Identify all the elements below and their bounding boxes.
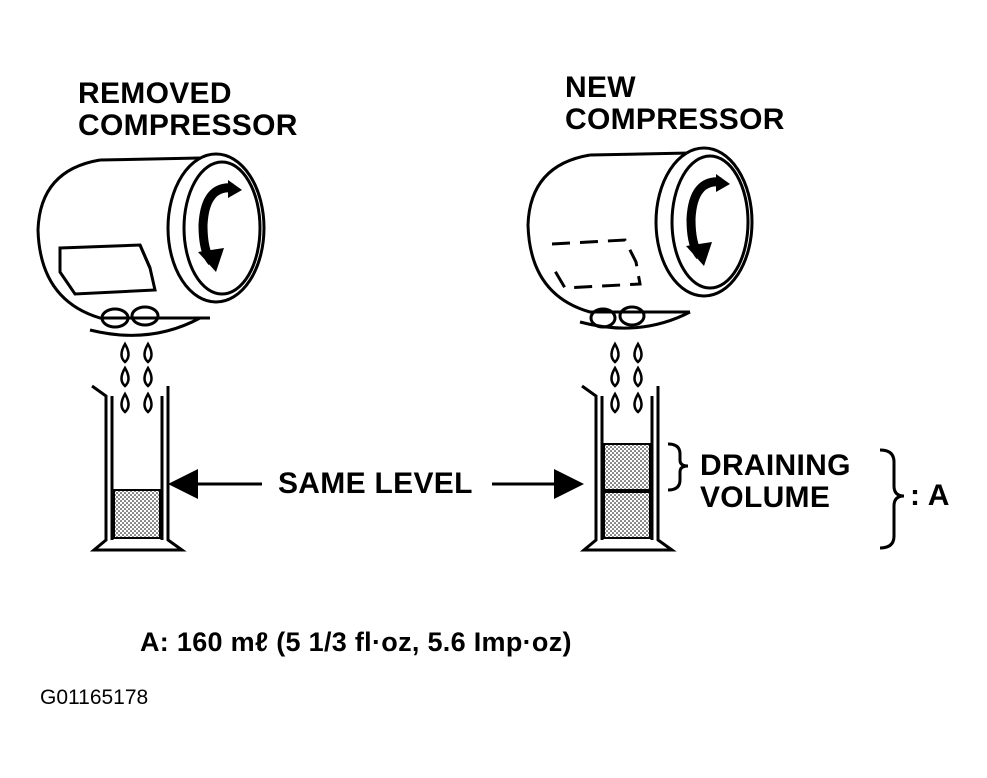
removed-oil-drops (120, 341, 153, 414)
draining-volume-brace (667, 442, 689, 492)
new-measuring-cylinder (579, 384, 677, 552)
new-compressor-label-line2: COMPRESSOR (565, 103, 785, 136)
a-marker-label: : A (910, 479, 950, 512)
new-draining-volume (603, 443, 651, 491)
removed-compressor-label-line2: COMPRESSOR (78, 109, 298, 142)
draining-volume-label-line2: VOLUME (700, 481, 831, 514)
removed-oil-level (113, 489, 161, 539)
new-oil-drops (610, 341, 643, 414)
new-oil-level (603, 491, 651, 539)
new-rotation-arrow-icon (686, 174, 730, 266)
total-volume-brace (879, 448, 905, 550)
removed-compressor-label-line1: REMOVED (78, 77, 232, 110)
new-compressor-label-line1: NEW (565, 71, 636, 104)
draining-volume-label-line1: DRAINING (700, 449, 851, 482)
volume-spec-text: A: 160 mℓ (5 1/3 fl·oz, 5.6 Imp·oz) (140, 627, 572, 657)
same-level-label: SAME LEVEL (278, 467, 473, 500)
new-compressor (526, 146, 754, 330)
removed-rotation-arrow-icon (198, 180, 242, 272)
figure-code: G01165178 (40, 686, 149, 709)
removed-measuring-cylinder (89, 384, 187, 552)
removed-compressor (36, 152, 266, 337)
